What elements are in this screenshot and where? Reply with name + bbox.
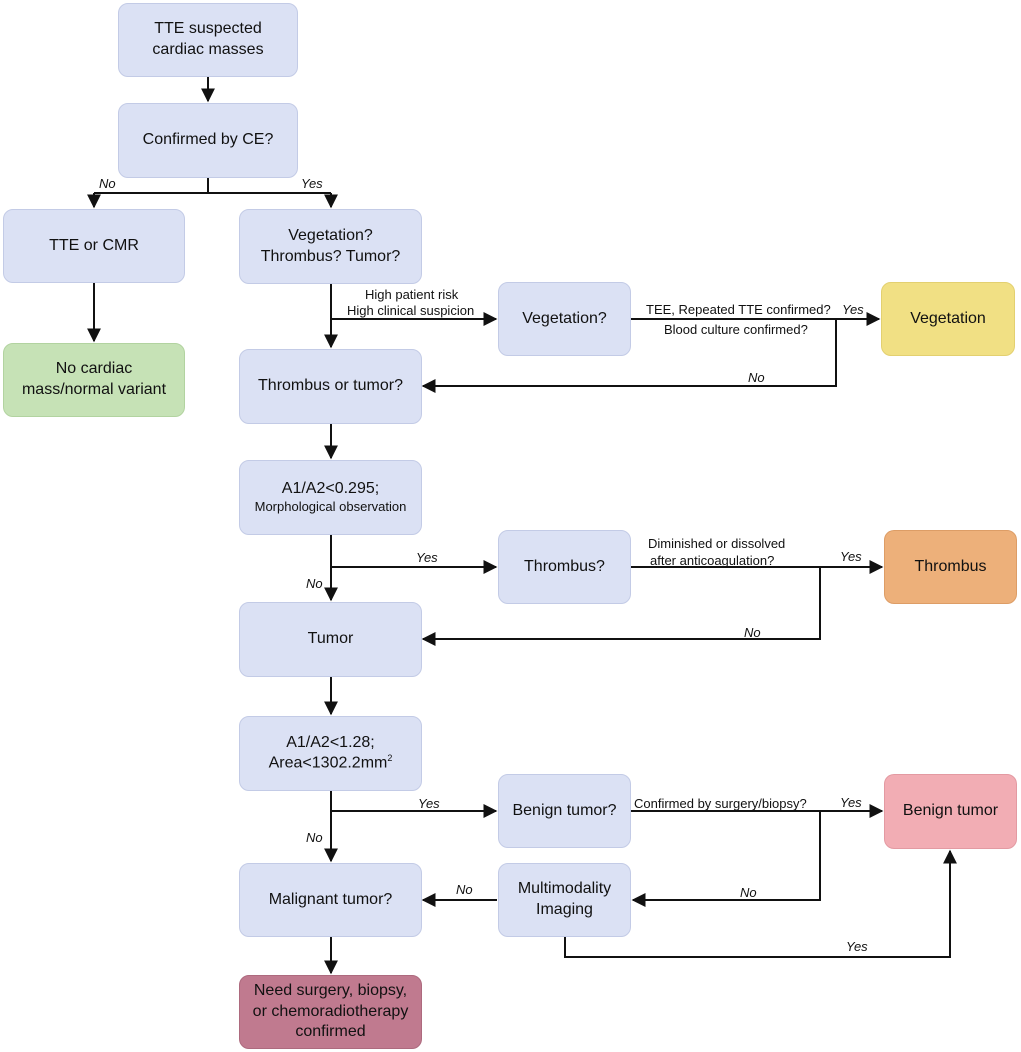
- node-no-mass: No cardiac mass/normal variant: [3, 343, 185, 417]
- label-ce-yes: Yes: [301, 176, 323, 191]
- label-surgery-biopsy: Confirmed by surgery/biopsy?: [634, 796, 807, 811]
- node-benign: Benign tumor: [884, 774, 1017, 849]
- node-thrombus-question-label: Thrombus?: [524, 557, 605, 575]
- node-a1a2-second-sup: 2: [387, 753, 393, 764]
- node-a1a2-second-area: Area<1302.2mm: [268, 754, 388, 772]
- label-tee-repeated: TEE, Repeated TTE confirmed?: [646, 302, 831, 317]
- label-blood-culture: Blood culture confirmed?: [664, 322, 808, 337]
- label-benign-branch-no: No: [306, 830, 323, 845]
- node-a1a2-first-line1: A1/A2<0.295;: [281, 479, 380, 497]
- arrow-ben-no-to-multi: [631, 811, 821, 907]
- label-ce-no: No: [99, 176, 116, 191]
- node-vegetation-question: Vegetation?: [498, 282, 631, 356]
- label-diminished: Diminished or dissolved: [648, 536, 786, 551]
- node-no-mass-line1: No cardiac: [55, 360, 133, 378]
- node-benign-label: Benign tumor: [902, 802, 999, 820]
- label-thrombus-yes: Yes: [840, 549, 862, 564]
- label-high-risk: High patient risk: [365, 287, 459, 302]
- node-thrombus-question: Thrombus?: [498, 530, 631, 604]
- label-thrombus-no: No: [744, 625, 761, 640]
- node-need-surgery-line1: Need surgery, biopsy,: [253, 981, 408, 999]
- label-benign-branch-yes: Yes: [418, 796, 440, 811]
- node-start-line1: TTE suspected: [154, 20, 262, 38]
- label-thrombus-branch-no: No: [306, 576, 323, 591]
- node-thrombus-label: Thrombus: [914, 557, 987, 575]
- node-a1a2-second: A1/A2<1.28; Area<1302.2mm2: [239, 716, 422, 791]
- arrow-thr-no-back: [421, 567, 821, 646]
- node-malignant-question: Malignant tumor?: [239, 863, 422, 937]
- node-a1a2-first-line2: Morphological observation: [254, 499, 407, 515]
- node-a1a2-second-line2: Area<1302.2mm2: [269, 753, 393, 774]
- node-vegetation: Vegetation: [881, 282, 1015, 356]
- node-benign-question-label: Benign tumor?: [512, 801, 617, 819]
- node-multimodality-line2: Imaging: [536, 901, 593, 918]
- node-multimodality: Multimodality Imaging: [498, 863, 631, 937]
- node-malignant-question-label: Malignant tumor?: [268, 890, 393, 908]
- node-benign-question: Benign tumor?: [498, 774, 631, 848]
- node-vegetation-label: Vegetation: [910, 309, 986, 327]
- node-tumor: Tumor: [239, 602, 422, 677]
- node-need-surgery-line3: confirmed: [295, 1023, 366, 1041]
- label-multi-no: No: [456, 882, 473, 897]
- node-thrombus-or-tumor: Thrombus or tumor?: [239, 349, 422, 424]
- node-a1a2-first: A1/A2<0.295; Morphological observation: [239, 460, 422, 535]
- node-confirmed-ce-label: Confirmed by CE?: [142, 131, 274, 149]
- node-tte-cmr-label: TTE or CMR: [49, 236, 139, 254]
- arrow-veg-no-back: [421, 319, 837, 393]
- node-tumor-label: Tumor: [307, 630, 354, 648]
- node-start: TTE suspected cardiac masses: [118, 3, 298, 77]
- label-high-suspicion: High clinical suspicion: [347, 303, 475, 318]
- label-vegetation-yes: Yes: [842, 302, 864, 317]
- label-thrombus-branch-yes: Yes: [416, 550, 438, 565]
- label-benign-yes: Yes: [840, 795, 862, 810]
- node-no-mass-line2: mass/normal variant: [21, 381, 167, 398]
- node-vtt-line2: Thrombus? Tumor?: [260, 247, 401, 265]
- label-anticoagulation: after anticoagulation?: [650, 553, 775, 568]
- label-benign-no: No: [740, 885, 757, 900]
- node-vegetation-thrombus-tumor: Vegetation? Thrombus? Tumor?: [239, 209, 422, 284]
- node-need-surgery-line2: or chemoradiotherapy: [252, 1002, 409, 1020]
- arrow-multi-yes-to-benign: [564, 849, 957, 958]
- node-multimodality-line1: Multimodality: [517, 880, 612, 898]
- node-thrombus: Thrombus: [884, 530, 1017, 604]
- node-a1a2-second-line1: A1/A2<1.28;: [286, 733, 375, 751]
- node-vegetation-question-label: Vegetation?: [522, 309, 607, 327]
- node-need-surgery: Need surgery, biopsy, or chemoradiothera…: [239, 975, 422, 1049]
- node-thrombus-or-tumor-label: Thrombus or tumor?: [258, 377, 403, 395]
- node-tte-cmr: TTE or CMR: [3, 209, 185, 283]
- node-start-line2: cardiac masses: [152, 41, 264, 58]
- label-multi-yes: Yes: [846, 939, 868, 954]
- node-confirmed-ce: Confirmed by CE?: [118, 103, 298, 178]
- label-vegetation-no: No: [748, 370, 765, 385]
- node-vtt-line1: Vegetation?: [288, 226, 373, 244]
